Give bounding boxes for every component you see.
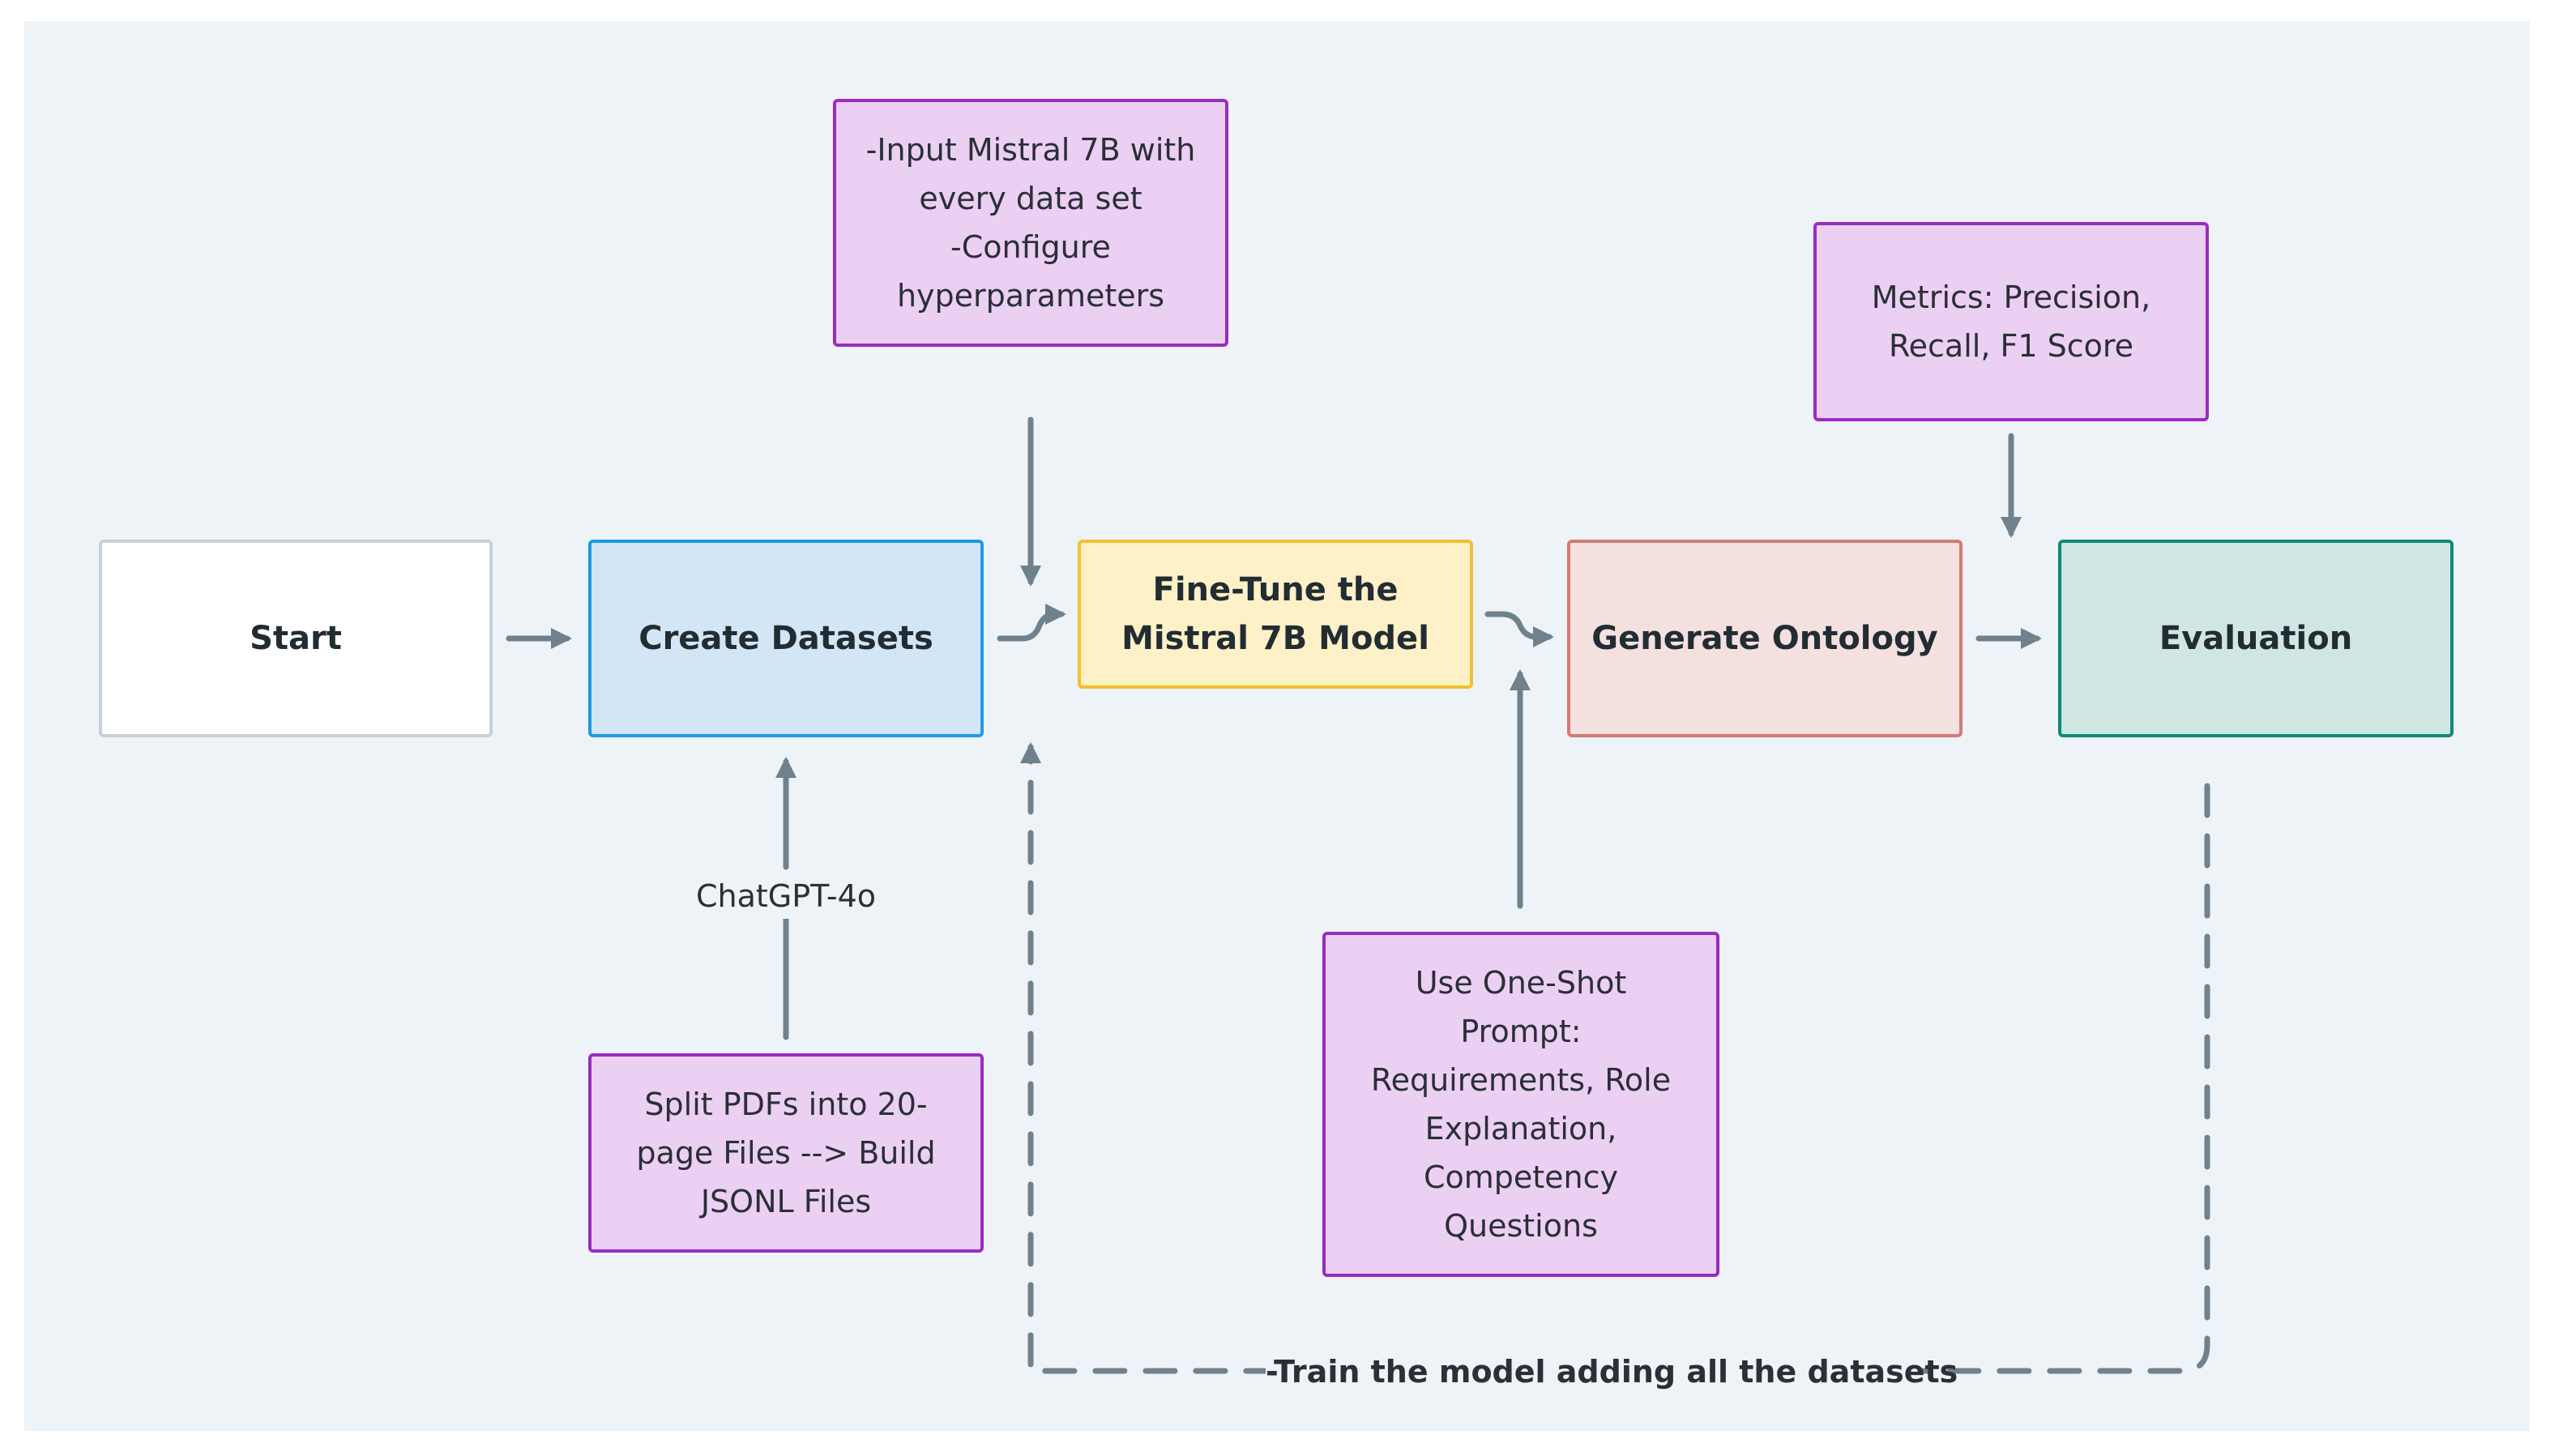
generate-ontology-label: Generate Ontology (1591, 620, 1938, 657)
start-label: Start (250, 620, 342, 657)
train-loop-label: -Train the model adding all the datasets (1266, 1348, 1958, 1395)
chatgpt-edge-label: ChatGPT-4o (685, 873, 886, 919)
input-mistral-note[interactable]: -Input Mistral 7B with every data set -C… (833, 99, 1228, 347)
evaluation-label: Evaluation (2159, 620, 2353, 657)
input-mistral-text: -Input Mistral 7B with every data set -C… (865, 132, 1196, 314)
metrics-note[interactable]: Metrics: Precision, Recall, F1 Score (1813, 222, 2209, 421)
fine-tune-label: Fine-Tune the Mistral 7B Model (1121, 571, 1429, 657)
create-datasets-label: Create Datasets (638, 620, 933, 657)
create-datasets-node[interactable]: Create Datasets (588, 540, 984, 737)
split-pdfs-note[interactable]: Split PDFs into 20- page Files --> Build… (588, 1053, 984, 1253)
generate-ontology-node[interactable]: Generate Ontology (1567, 540, 1962, 737)
start-node[interactable]: Start (99, 540, 493, 737)
one-shot-prompt-note[interactable]: Use One-Shot Prompt: Requirements, Role … (1322, 932, 1719, 1277)
split-pdfs-text: Split PDFs into 20- page Files --> Build… (636, 1087, 936, 1219)
evaluation-node[interactable]: Evaluation (2058, 540, 2454, 737)
fine-tune-node[interactable]: Fine-Tune the Mistral 7B Model (1078, 540, 1473, 689)
metrics-text: Metrics: Precision, Recall, F1 Score (1871, 280, 2151, 364)
one-shot-prompt-text: Use One-Shot Prompt: Requirements, Role … (1370, 965, 1672, 1244)
